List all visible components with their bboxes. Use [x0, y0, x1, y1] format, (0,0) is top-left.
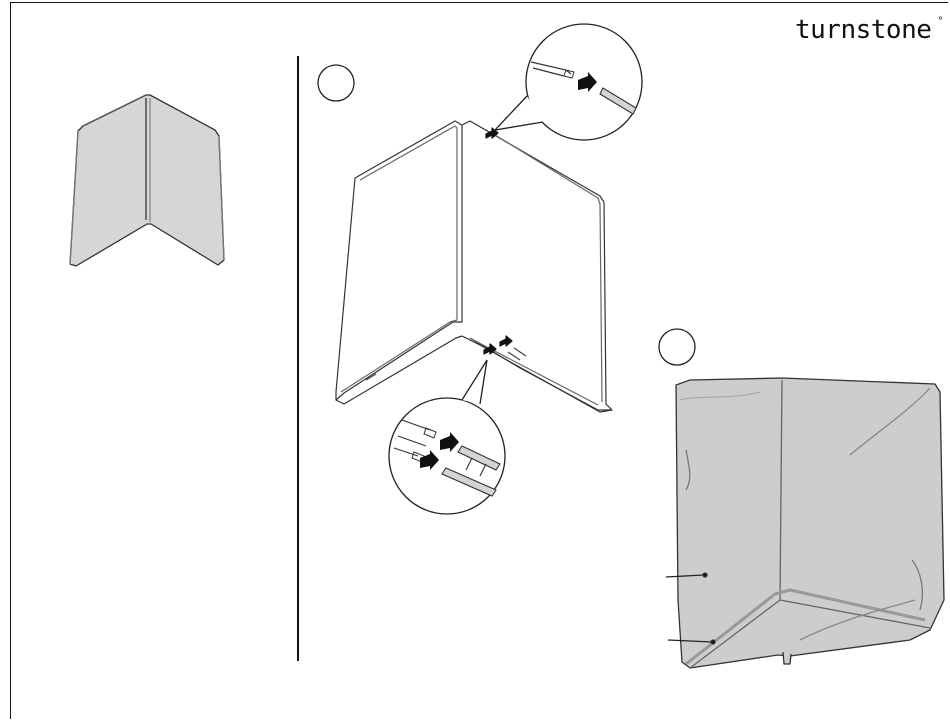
- step-1-marker: [318, 65, 354, 101]
- frame-assembly: [336, 121, 612, 412]
- top-detail-callout: [495, 24, 642, 140]
- fabric-cover: [666, 378, 944, 668]
- assembled-screen-preview: [70, 95, 224, 266]
- bottom-detail-callout: [389, 360, 505, 514]
- step-2-marker: [659, 329, 695, 365]
